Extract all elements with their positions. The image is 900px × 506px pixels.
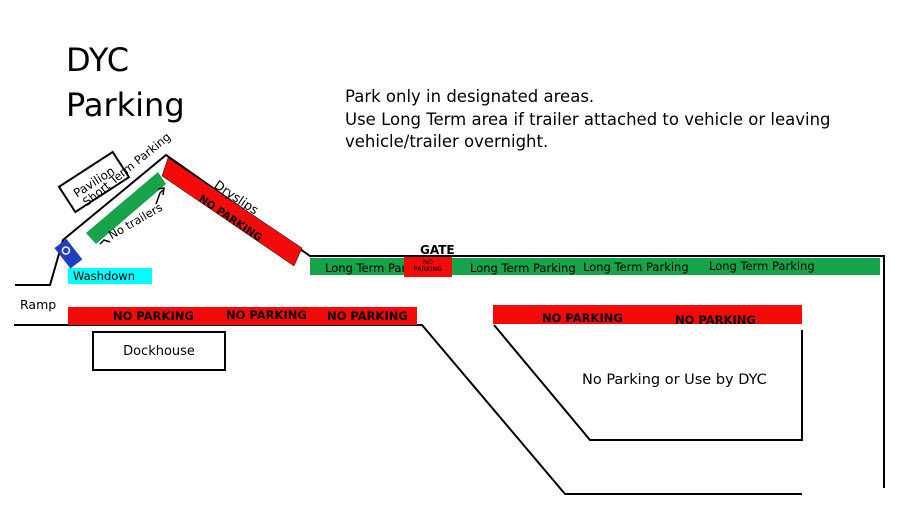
no-parking-label-5: NO PARKING bbox=[675, 313, 756, 327]
dockhouse-label: Dockhouse bbox=[123, 343, 195, 359]
long-term-label-cut: Long Term Park bbox=[325, 261, 404, 275]
parking-notice: Park only in designated areas. Use Long … bbox=[345, 86, 865, 154]
long-term-parking-zone bbox=[310, 258, 880, 275]
no-dyc-area-outline bbox=[493, 324, 803, 441]
page-title: DYC Parking bbox=[66, 38, 185, 128]
wheelchair-icon bbox=[61, 246, 71, 255]
washdown-zone bbox=[68, 268, 152, 284]
long-term-label-3: Long Term Parking bbox=[709, 259, 815, 273]
dockhouse-box: Dockhouse bbox=[92, 331, 226, 371]
ramp-label: Ramp bbox=[20, 297, 57, 312]
long-term-label-1: Long Term Parking bbox=[470, 261, 576, 275]
short-term-parking-zone bbox=[86, 172, 166, 244]
no-parking-label-3: NO PARKING bbox=[327, 309, 408, 323]
no-dyc-area-label: No Parking or Use by DYC bbox=[582, 372, 767, 388]
arrow-icon bbox=[155, 187, 165, 205]
gate-no-parking-label: NO PARKING bbox=[413, 258, 443, 273]
dryslips-no-parking-zone bbox=[161, 157, 303, 267]
title-line-2: Parking bbox=[66, 86, 185, 124]
notice-line-1: Park only in designated areas. bbox=[345, 87, 595, 106]
shoreline-upper bbox=[15, 153, 885, 488]
no-parking-strip-right bbox=[493, 305, 802, 324]
washdown-label: Washdown bbox=[73, 269, 135, 283]
gate-no-parking-zone bbox=[404, 257, 452, 277]
handicap-sign bbox=[54, 238, 83, 269]
notice-line-2: Use Long Term area if trailer attached t… bbox=[345, 109, 831, 152]
no-parking-label-1: NO PARKING bbox=[113, 309, 194, 323]
gate-label: GATE bbox=[420, 243, 455, 257]
no-parking-label-2: NO PARKING bbox=[226, 308, 307, 322]
small-arrow-icon bbox=[99, 239, 111, 245]
long-term-label-2: Long Term Parking bbox=[583, 260, 689, 274]
no-parking-label-4: NO PARKING bbox=[542, 311, 623, 325]
title-line-1: DYC bbox=[66, 41, 130, 79]
no-parking-strip-left bbox=[68, 307, 417, 325]
